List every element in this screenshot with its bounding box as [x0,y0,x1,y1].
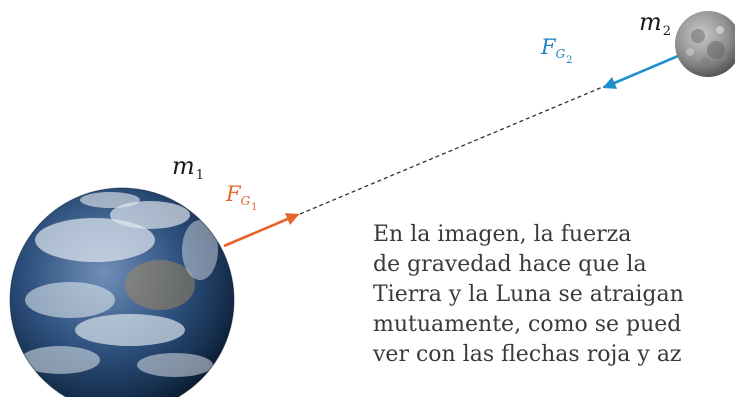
caption-text: En la imagen, la fuerza de gravedad hace… [373,220,735,370]
label-m2-main: m [639,8,662,36]
label-fg1-sub: G [240,194,251,208]
label-m1-sub: 1 [195,168,205,183]
force-arrow-fg2 [602,54,679,89]
label-fg2-sub: G [555,47,566,61]
caption-line: En la imagen, la fuerza [373,222,632,247]
label-fg2-subsub: 2 [566,55,573,66]
caption-line: Tierra y la Luna se atraigan [373,282,684,307]
label-m2: m2 [639,8,672,39]
label-fg1-main: F [226,182,241,206]
label-fg1: FG1 [226,182,258,213]
earth-icon [9,187,235,401]
caption-line: de gravedad hace que la [373,252,647,277]
label-fg2: FG2 [541,35,573,66]
label-m1: m1 [172,152,205,183]
label-fg1-subsub: 1 [251,202,258,213]
moon-icon [675,11,735,77]
gravity-dashed-line [299,85,606,215]
force-arrow-fg1 [223,213,300,248]
caption-line: mutuamente, como se pued [373,312,682,337]
label-m2-sub: 2 [662,24,672,39]
label-fg2-main: F [541,35,556,59]
caption-line: ver con las flechas roja y az [373,342,682,367]
label-m1-main: m [172,152,195,180]
